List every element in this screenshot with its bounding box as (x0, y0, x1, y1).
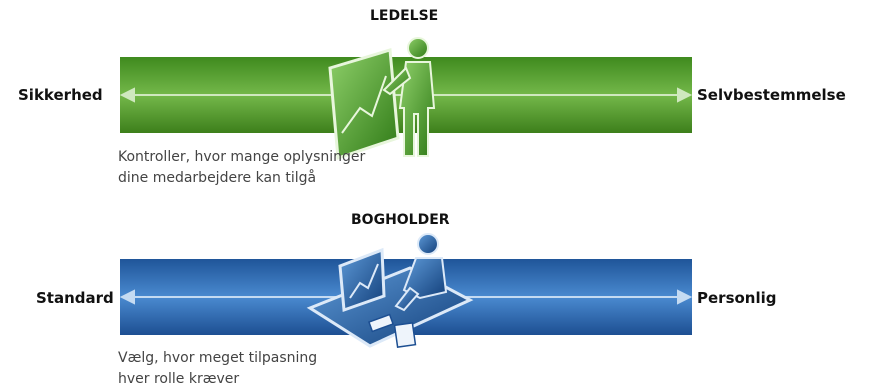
bottom-caption-line2: hver rolle kræver (118, 371, 240, 387)
top-right-label: Selvbestemmelse (697, 86, 846, 104)
top-left-label: Sikkerhed (18, 86, 103, 104)
bottom-caption-line1: Vælg, hvor meget tilpasning (118, 350, 318, 366)
top-title: LEDELSE (370, 8, 439, 24)
top-caption-line2: dine medarbejdere kan tilgå (118, 170, 317, 186)
manager-at-board-icon (328, 37, 436, 161)
top-caption-line1: Kontroller, hvor mange oplysninger (118, 149, 366, 165)
bottom-right-label: Personlig (697, 289, 777, 307)
accountant-at-desk-icon (306, 233, 474, 348)
bottom-left-label: Standard (36, 289, 114, 307)
bottom-title: BOGHOLDER (351, 212, 450, 228)
